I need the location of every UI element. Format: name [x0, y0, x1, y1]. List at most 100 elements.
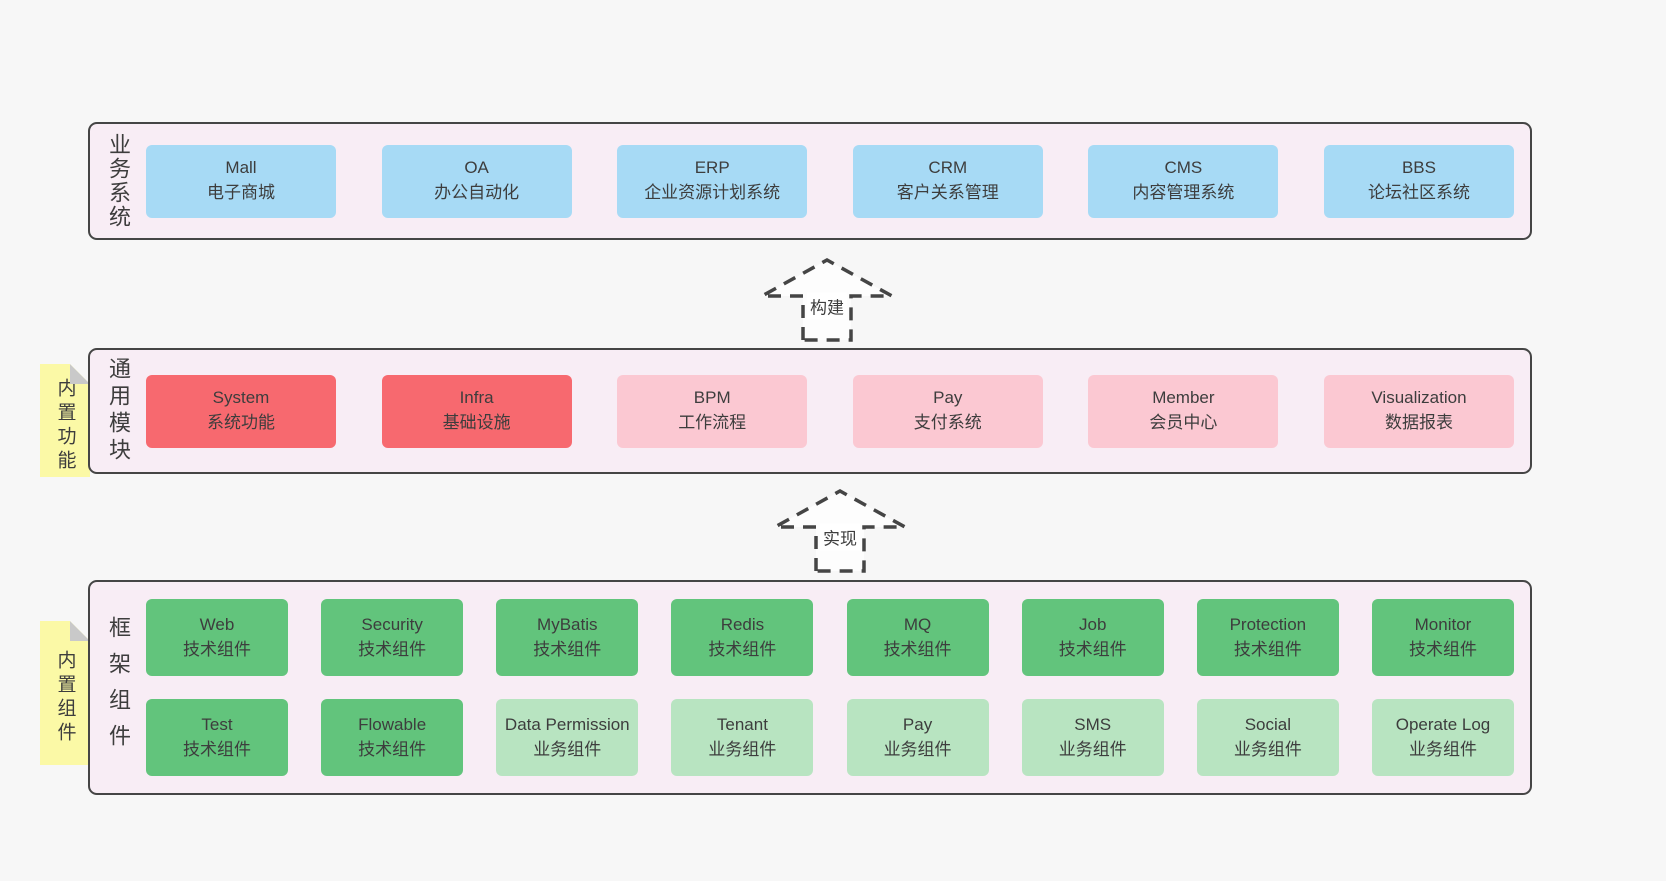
- box-subtitle: 办公自动化: [434, 183, 520, 202]
- box-bpm: BPM 工作流程: [617, 374, 808, 448]
- box-title: Job: [1078, 614, 1107, 634]
- box-title: Visualization: [1371, 388, 1467, 408]
- box-subtitle: 技术组件: [183, 739, 251, 759]
- box-title: Social: [1244, 714, 1291, 734]
- vertical-label-text: 通用模块: [106, 357, 131, 465]
- box-title: SMS: [1074, 714, 1112, 734]
- box-data-permission: Data Permission 业务组件: [496, 699, 639, 776]
- layer-business-systems-label: 业务系统: [90, 124, 146, 238]
- vertical-label-text: 框架组件: [106, 615, 131, 760]
- box-flowable: Flowable 技术组件: [321, 699, 464, 776]
- box-subtitle: 技术组件: [708, 639, 777, 659]
- common-modules-row: System 系统功能 Infra 基础设施 BPM 工作流程 Pay 支付系统…: [146, 350, 1530, 472]
- box-subtitle: 技术组件: [183, 639, 251, 659]
- folded-corner-icon: [70, 621, 90, 641]
- layer-framework-components-label: 框架组件: [90, 582, 146, 793]
- box-erp: ERP 企业资源计划系统: [617, 144, 808, 218]
- arrow-implement: 实现: [770, 487, 910, 573]
- box-title: Mall: [225, 158, 257, 178]
- box-title: OA: [464, 158, 489, 178]
- box-title: Member: [1152, 388, 1215, 408]
- business-systems-row: Mall 电子商城 OA 办公自动化 ERP 企业资源计划系统 CRM 客户关系…: [146, 124, 1530, 238]
- box-title: CRM: [928, 158, 968, 178]
- box-cms: CMS 内容管理系统: [1088, 144, 1279, 218]
- box-subtitle: 业务组件: [708, 739, 777, 759]
- box-web: Web 技术组件: [146, 599, 288, 676]
- box-title: ERP: [694, 158, 730, 178]
- box-title: System: [212, 388, 270, 408]
- box-bbs: BBS 论坛社区系统: [1323, 144, 1514, 218]
- box-title: MyBatis: [537, 614, 598, 634]
- folded-corner-icon: [70, 364, 90, 384]
- box-subtitle: 技术组件: [1233, 639, 1302, 659]
- box-subtitle: 技术组件: [358, 739, 427, 759]
- box-subtitle: 业务组件: [533, 739, 602, 759]
- framework-components-rows: Web 技术组件 Security 技术组件 MyBatis 技术组件 Redi…: [146, 582, 1530, 793]
- box-title: Operate Log: [1395, 714, 1491, 734]
- framework-components-row-2: Test 技术组件 Flowable 技术组件 Data Permission …: [146, 699, 1514, 776]
- layer-common-modules: 通用模块 System 系统功能 Infra 基础设施 BPM 工作流程 Pay…: [88, 348, 1532, 474]
- box-mybatis: MyBatis 技术组件: [496, 599, 639, 676]
- box-subtitle: 数据报表: [1384, 413, 1453, 432]
- box-subtitle: 技术组件: [1058, 639, 1127, 659]
- box-title: Pay: [933, 388, 963, 408]
- box-subtitle: 业务组件: [1408, 739, 1477, 759]
- box-title: Data Permission: [504, 714, 630, 734]
- box-social: Social 业务组件: [1196, 699, 1339, 776]
- box-protection: Protection 技术组件: [1196, 599, 1339, 676]
- arrow-implement-label: 实现: [820, 523, 860, 551]
- box-crm: CRM 客户关系管理: [852, 144, 1043, 218]
- vertical-label-text: 业务系统: [106, 133, 131, 229]
- box-member: Member 会员中心: [1088, 374, 1279, 448]
- framework-components-row-1: Web 技术组件 Security 技术组件 MyBatis 技术组件 Redi…: [146, 599, 1514, 676]
- box-subtitle: 内容管理系统: [1132, 183, 1235, 202]
- box-subtitle: 技术组件: [358, 639, 427, 659]
- box-subtitle: 系统功能: [207, 413, 275, 432]
- box-title: Tenant: [716, 714, 768, 734]
- box-title: Test: [201, 714, 233, 734]
- box-redis: Redis 技术组件: [671, 599, 814, 676]
- box-oa: OA 办公自动化: [381, 144, 572, 218]
- box-title: Infra: [459, 388, 494, 408]
- box-subtitle: 电子商城: [207, 183, 275, 202]
- box-subtitle: 工作流程: [678, 413, 747, 432]
- box-pay-module: Pay 支付系统: [852, 374, 1043, 448]
- box-subtitle: 论坛社区系统: [1367, 183, 1470, 202]
- box-subtitle: 企业资源计划系统: [644, 183, 781, 202]
- box-title: Security: [361, 614, 423, 634]
- box-subtitle: 支付系统: [913, 413, 982, 432]
- box-title: Monitor: [1414, 614, 1472, 634]
- box-title: Pay: [902, 714, 933, 734]
- layer-business-systems: 业务系统 Mall 电子商城 OA 办公自动化 ERP 企业资源计划系统 CRM…: [88, 122, 1532, 240]
- arrow-build: 构建: [757, 256, 897, 342]
- box-infra: Infra 基础设施: [381, 374, 572, 448]
- box-sms: SMS 业务组件: [1021, 699, 1164, 776]
- box-monitor: Monitor 技术组件: [1371, 599, 1514, 676]
- box-title: MQ: [903, 614, 932, 634]
- box-subtitle: 技术组件: [533, 639, 602, 659]
- box-tenant: Tenant 业务组件: [671, 699, 814, 776]
- box-title: BPM: [693, 388, 731, 408]
- box-subtitle: 基础设施: [442, 413, 511, 432]
- box-system: System 系统功能: [146, 374, 336, 448]
- sticky-note-text: 内置功能: [54, 377, 76, 474]
- box-title: Redis: [720, 614, 765, 634]
- arrow-build-label: 构建: [807, 292, 847, 320]
- box-title: Protection: [1229, 614, 1307, 634]
- box-mall: Mall 电子商城: [146, 144, 336, 218]
- layer-framework-components: 框架组件 Web 技术组件 Security 技术组件 MyBatis 技术组件…: [88, 580, 1532, 795]
- box-title: Web: [199, 614, 235, 634]
- box-subtitle: 技术组件: [1408, 639, 1477, 659]
- box-security: Security 技术组件: [321, 599, 464, 676]
- box-subtitle: 会员中心: [1149, 413, 1218, 432]
- sticky-note-builtin-components: 内置组件: [40, 621, 90, 765]
- box-subtitle: 业务组件: [1058, 739, 1127, 759]
- box-title: Flowable: [358, 714, 427, 734]
- box-subtitle: 业务组件: [1233, 739, 1302, 759]
- box-pay-component: Pay 业务组件: [846, 699, 989, 776]
- sticky-note-text: 内置组件: [54, 650, 76, 746]
- box-operate-log: Operate Log 业务组件: [1371, 699, 1514, 776]
- box-test: Test 技术组件: [146, 699, 288, 776]
- box-subtitle: 业务组件: [883, 739, 952, 759]
- box-subtitle: 技术组件: [883, 639, 952, 659]
